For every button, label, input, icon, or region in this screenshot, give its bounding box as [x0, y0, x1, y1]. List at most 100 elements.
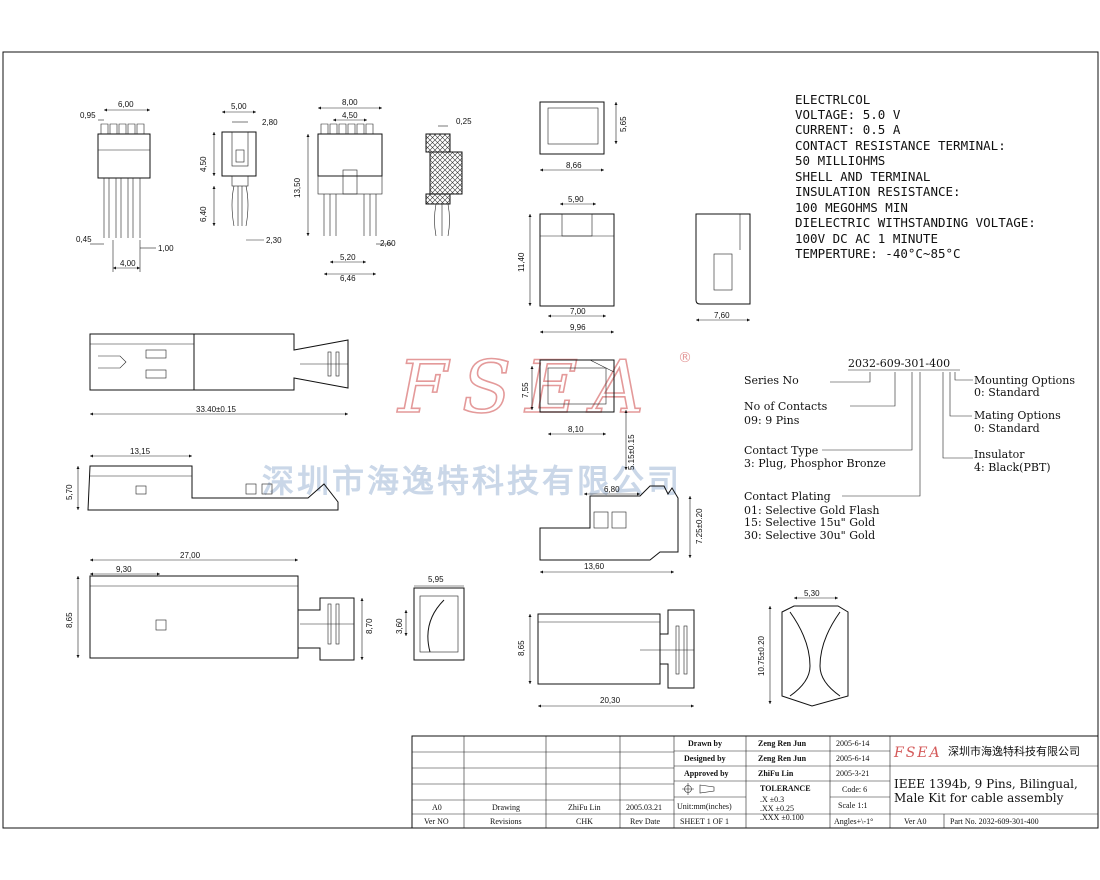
- dim-13-15: 13,15: [130, 447, 151, 456]
- rev-header-date: Rev Date: [630, 817, 660, 826]
- title-company: 深圳市海逸特科技有限公司: [948, 744, 1080, 758]
- view-shell-long-2: [76, 454, 339, 511]
- scale: Scale 1:1: [838, 801, 868, 810]
- drawn-label: Drawn by: [688, 739, 722, 748]
- spec-line: ELECTRLCOL: [795, 92, 870, 107]
- drawn-date: 2005-6-14: [836, 739, 869, 748]
- pn-mating-title: Mating Options: [974, 409, 1061, 422]
- unit: Unit:mm(inches): [677, 802, 732, 811]
- rev-header-ver: Ver NO: [424, 817, 449, 826]
- spec-line: 100 MEGOHMS MIN: [795, 200, 908, 215]
- designed-name: Zeng Ren Jun: [758, 754, 807, 763]
- approved-name: ZhiFu Lin: [758, 769, 794, 778]
- dim-6-00: 6,00: [118, 100, 134, 109]
- tolerance-label: TOLERANCE: [760, 784, 811, 793]
- spec-line: INSULATION RESISTANCE:: [795, 184, 961, 199]
- dim-9-96: 9,96: [570, 323, 586, 332]
- pn-plating-detail: 01: Selective Gold Flash: [744, 504, 880, 517]
- rev-date: 2005.03.21: [626, 803, 662, 812]
- dim-11-40: 11,40: [517, 252, 526, 272]
- pn-plating-title: Contact Plating: [744, 490, 831, 503]
- pn-insulator-detail: 4: Black(PBT): [974, 461, 1051, 474]
- dim-7-00: 7,00: [570, 307, 586, 316]
- dim-3-60: 3,60: [395, 618, 404, 634]
- view-cover-end: [404, 585, 465, 661]
- dim-8-65b: 8,65: [517, 640, 526, 656]
- tolerance-x: .X ±0.3: [760, 795, 784, 804]
- view-pin-front: [90, 108, 156, 272]
- title-logo: FSEA: [893, 745, 942, 761]
- pn-plating-detail: 30: Selective 30u" Gold: [744, 529, 875, 542]
- watermark-fsea: FSEA: [396, 345, 658, 429]
- dim-7-60: 7,60: [714, 311, 730, 320]
- dim-5-15: 5.15±0.15: [627, 434, 636, 470]
- spec-line: SHELL AND TERMINAL: [795, 169, 930, 184]
- dim-5-90: 5,90: [568, 195, 584, 204]
- pn-mating-detail: 0: Standard: [974, 422, 1040, 435]
- spec-line: 50 MILLIOHMS: [795, 153, 885, 168]
- watermark-registered: ®: [678, 350, 692, 366]
- pn-contact-type-title: Contact Type: [744, 444, 818, 457]
- spec-line: DIELECTRIC WITHSTANDING VOLTAGE:: [795, 215, 1036, 230]
- dim-0-95: 0,95: [80, 111, 96, 120]
- tolerance-xxx: .XXX ±0.100: [760, 813, 804, 822]
- dim-33-40: 33.40±0.15: [196, 405, 237, 414]
- view-back: [306, 106, 392, 276]
- dim-2-30: 2,30: [266, 236, 282, 245]
- rev-revision: Drawing: [492, 803, 520, 812]
- dim-9-30: 9,30: [116, 565, 132, 574]
- view-section: [425, 125, 463, 237]
- view-cover-long: [76, 558, 364, 661]
- dim-5-00: 5,00: [231, 102, 247, 111]
- title-block: A0 Drawing ZhiFu Lin 2005.03.21 Ver NO R…: [411, 735, 1099, 829]
- dim-13-60: 13,60: [584, 562, 605, 571]
- dim-5-20: 5,20: [340, 253, 356, 262]
- dim-1-00: 1,00: [158, 244, 174, 253]
- dim-20-30: 20,30: [600, 696, 621, 705]
- pn-series-title: Series No: [744, 374, 799, 387]
- dim-4-50b: 4,50: [342, 111, 358, 120]
- dim-27-00: 27,00: [180, 551, 201, 560]
- spec-line: CURRENT: 0.5 A: [795, 122, 901, 137]
- rev-header-chk: CHK: [576, 817, 593, 826]
- part-number-code: 2032-609-301-400: [848, 357, 950, 370]
- part-number-breakdown: 2032-609-301-400 Series No No of Contact…: [744, 357, 1075, 542]
- dim-5-70: 5,70: [65, 484, 74, 500]
- dim-13-50: 13,50: [293, 177, 302, 198]
- dim-8-00: 8,00: [342, 98, 358, 107]
- dim-6-80: 6,80: [604, 485, 620, 494]
- approved-label: Approved by: [684, 769, 729, 778]
- pn-contacts-detail: 09: 9 Pins: [744, 414, 800, 427]
- pn-contacts-title: No of Contacts: [744, 400, 828, 413]
- dim-8-10: 8,10: [568, 425, 584, 434]
- rev-header-revision: Revisions: [490, 817, 522, 826]
- view-shell-long-1: [89, 333, 349, 416]
- title-ver: Ver A0: [904, 817, 926, 826]
- title-line-1: IEEE 1394b, 9 Pins, Bilingual,: [894, 777, 1078, 791]
- designed-label: Designed by: [684, 754, 726, 763]
- pn-plating-detail: 15: Selective 15u" Gold: [744, 516, 875, 529]
- rev-ver: A0: [432, 803, 442, 812]
- dim-7-55: 7,55: [521, 382, 530, 398]
- dim-10-75: 10.75±0.20: [757, 635, 766, 676]
- dim-7-25: 7.25±0.20: [695, 508, 704, 544]
- dim-5-30: 5,30: [804, 589, 820, 598]
- angles: Angles+\-1°: [834, 817, 873, 826]
- designed-date: 2005-6-14: [836, 754, 869, 763]
- dim-5-95: 5,95: [428, 575, 444, 584]
- tolerance-xx: .XX ±0.25: [760, 804, 794, 813]
- pn-insulator-title: Insulator: [974, 448, 1025, 461]
- specifications: ELECTRLCOL VOLTAGE: 5.0 V CURRENT: 0.5 A…: [795, 92, 1036, 261]
- pn-mounting-title: Mounting Options: [974, 374, 1075, 387]
- view-shell-end: [530, 359, 628, 470]
- title-part-no: Part No. 2032-609-301-400: [950, 817, 1039, 826]
- dim-2-60: 2,60: [380, 239, 396, 248]
- dim-6-46: 6,46: [340, 274, 356, 283]
- dim-2-80: 2,80: [262, 118, 278, 127]
- approved-date: 2005-3-21: [836, 769, 869, 778]
- drawn-name: Zeng Ren Jun: [758, 739, 807, 748]
- view-housing-side: [695, 213, 751, 322]
- dim-0-25: 0,25: [456, 117, 472, 126]
- pn-mounting-detail: 0: Standard: [974, 386, 1040, 399]
- dim-4-00: 4,00: [120, 259, 136, 268]
